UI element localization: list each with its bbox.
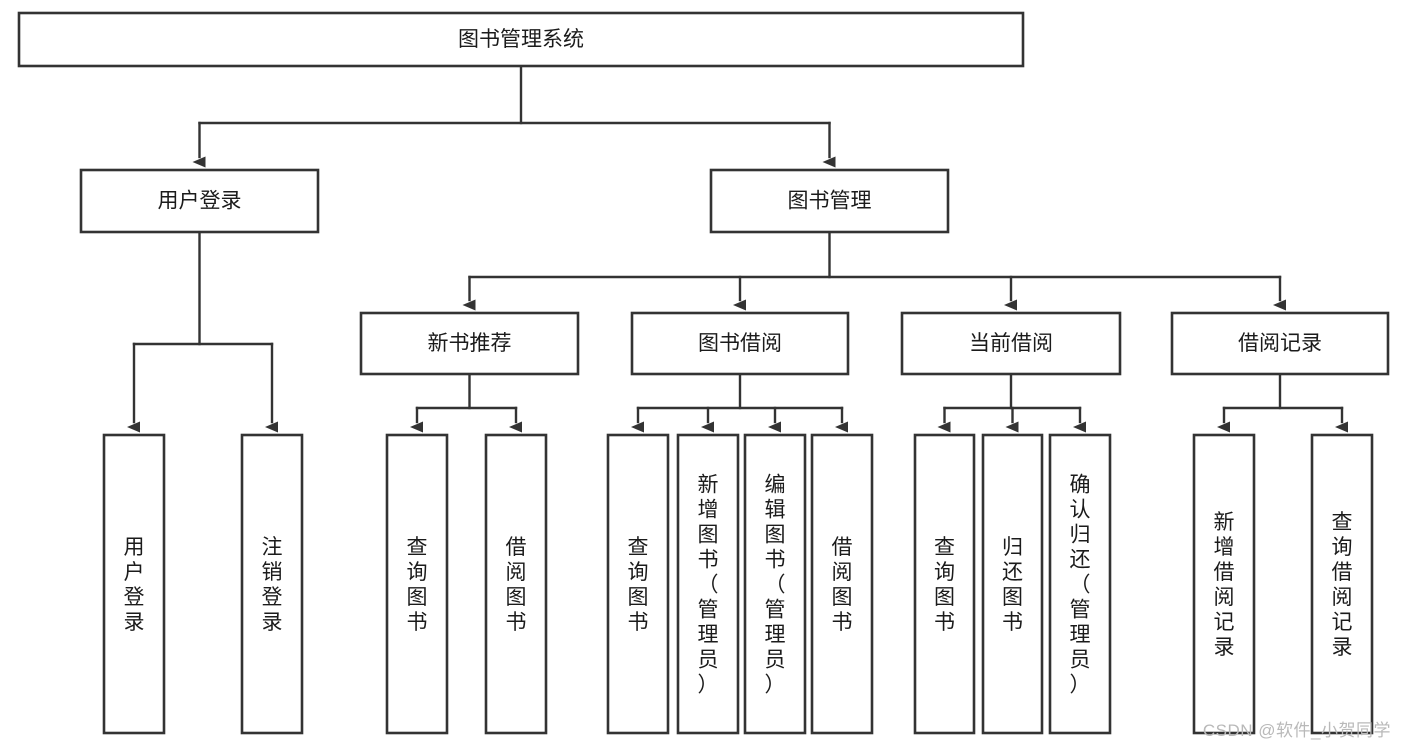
node-label: 确认归还（管理员） xyxy=(1070,474,1091,697)
node-label: 借阅记录 xyxy=(1238,332,1322,355)
node-label: 注销登录 xyxy=(262,536,283,634)
node-label: 编辑图书（管理员） xyxy=(765,474,786,697)
node-new-book-rec[interactable]: 新书推荐 xyxy=(359,311,580,376)
node-book-borrow[interactable]: 图书借阅 xyxy=(630,311,850,376)
node-box xyxy=(240,433,304,735)
node-label: 借阅图书 xyxy=(832,536,853,634)
node-label: 图书管理 xyxy=(788,190,872,213)
node-box xyxy=(102,433,166,735)
node-box xyxy=(913,433,976,735)
node-leaf-add-record[interactable]: 新增借阅记录 xyxy=(1192,433,1256,735)
node-label: 用户登录 xyxy=(158,190,242,213)
node-box xyxy=(1192,433,1256,735)
node-leaf-query-book-1[interactable]: 查询图书 xyxy=(385,433,449,735)
connector-layer xyxy=(127,64,1348,433)
node-user-login[interactable]: 用户登录 xyxy=(79,168,320,234)
node-label: 查询图书 xyxy=(934,536,955,634)
node-leaf-edit-book[interactable]: 编辑图书（管理员） xyxy=(743,433,807,735)
node-box xyxy=(630,311,850,376)
node-leaf-logout-login[interactable]: 注销登录 xyxy=(240,433,304,735)
node-leaf-query-book-2[interactable]: 查询图书 xyxy=(606,433,670,735)
node-current-borrow[interactable]: 当前借阅 xyxy=(900,311,1122,376)
node-box xyxy=(1170,311,1390,376)
node-book-manage[interactable]: 图书管理 xyxy=(709,168,950,234)
node-box xyxy=(810,433,874,735)
node-label: 借阅图书 xyxy=(506,536,527,634)
node-layer: 图书管理系统用户登录图书管理新书推荐图书借阅当前借阅借阅记录用户登录注销登录查询… xyxy=(17,11,1390,735)
node-box xyxy=(606,433,670,735)
node-box xyxy=(981,433,1044,735)
node-label: 用户登录 xyxy=(124,536,145,634)
node-box xyxy=(676,433,740,735)
node-leaf-query-book-3[interactable]: 查询图书 xyxy=(913,433,976,735)
node-box xyxy=(17,11,1025,68)
node-box xyxy=(1310,433,1374,735)
node-label: 新书推荐 xyxy=(428,332,512,355)
node-label: 查询借阅记录 xyxy=(1332,511,1353,659)
node-leaf-confirm-return[interactable]: 确认归还（管理员） xyxy=(1048,433,1112,735)
node-box xyxy=(900,311,1122,376)
node-box xyxy=(385,433,449,735)
node-leaf-borrow-book-2[interactable]: 借阅图书 xyxy=(810,433,874,735)
node-box xyxy=(1048,433,1112,735)
node-label: 图书管理系统 xyxy=(458,28,584,51)
node-label: 当前借阅 xyxy=(969,332,1053,355)
watermark-label: CSDN @软件_小贺同学 xyxy=(1202,721,1391,740)
node-box xyxy=(359,311,580,376)
node-label: 查询图书 xyxy=(407,536,428,634)
node-label: 图书借阅 xyxy=(698,332,782,355)
node-box xyxy=(79,168,320,234)
node-label: 新增图书（管理员） xyxy=(698,474,719,697)
node-box xyxy=(743,433,807,735)
node-leaf-return-book[interactable]: 归还图书 xyxy=(981,433,1044,735)
node-label: 查询图书 xyxy=(628,536,649,634)
node-leaf-add-book[interactable]: 新增图书（管理员） xyxy=(676,433,740,735)
node-label: 归还图书 xyxy=(1002,536,1023,634)
node-box xyxy=(709,168,950,234)
node-leaf-query-record[interactable]: 查询借阅记录 xyxy=(1310,433,1374,735)
node-box xyxy=(484,433,548,735)
node-leaf-borrow-book-1[interactable]: 借阅图书 xyxy=(484,433,548,735)
node-borrow-record[interactable]: 借阅记录 xyxy=(1170,311,1390,376)
node-label: 新增借阅记录 xyxy=(1214,511,1235,659)
node-root[interactable]: 图书管理系统 xyxy=(17,11,1025,68)
node-leaf-user-login[interactable]: 用户登录 xyxy=(102,433,166,735)
